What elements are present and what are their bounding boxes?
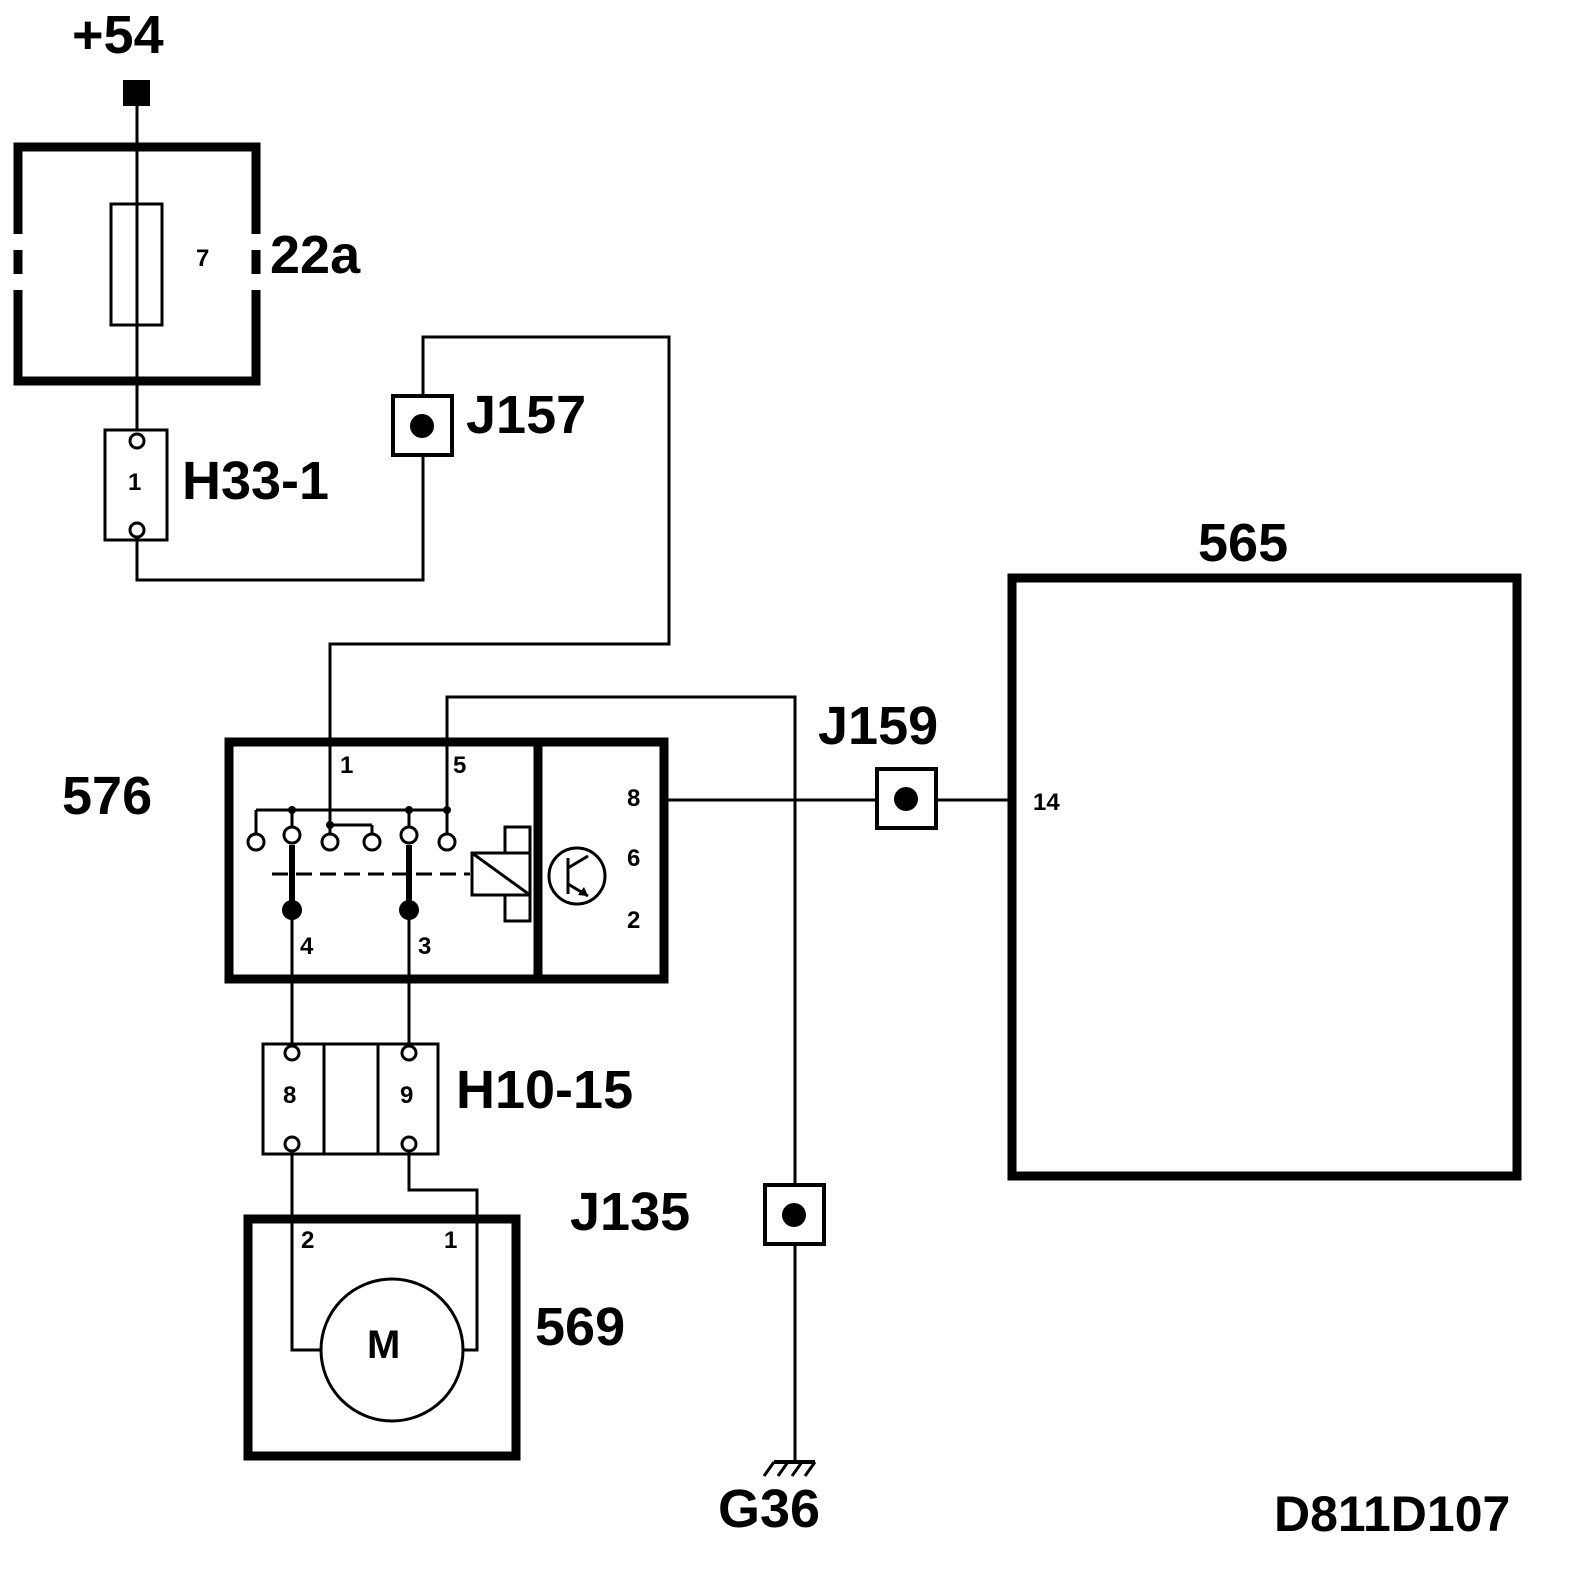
junction-j157-ref: J157 [466,385,586,445]
module-576-ref: 576 [62,766,152,826]
motor-pin-a: 2 [301,1227,314,1254]
module-pin-4: 4 [300,933,314,960]
connector-h10 [261,1042,440,1156]
connector-h10-pin-a: 8 [283,1082,296,1109]
relay-coil [470,825,532,923]
module-pin-8: 8 [627,785,640,812]
connector-h10-pin-b: 9 [400,1082,413,1109]
ground-symbol [762,1460,817,1477]
module-pin-5: 5 [453,752,466,779]
relay-contacts [246,806,470,920]
connector-h33-pin: 1 [128,469,141,496]
fuse-box-ref: 22a [270,225,361,285]
module-pin-3: 3 [418,933,431,960]
module-pin-1: 1 [340,752,353,779]
motor-569 [243,1214,521,1461]
motor-569-ref: 569 [535,1297,625,1357]
drawing-id: D811D107 [1274,1486,1510,1542]
supply-label: +54 [72,5,164,65]
ground-ref: G36 [718,1479,820,1539]
fuse-number: 7 [196,245,209,272]
transistor-symbol [547,846,607,906]
junction-j135-ref: J135 [570,1182,690,1242]
motor-pin-b: 1 [444,1227,457,1254]
junction-j135 [763,1183,826,1246]
motor-symbol-label: M [367,1323,400,1367]
unit-565-pin: 14 [1033,789,1060,816]
connector-h10-ref: H10-15 [456,1060,633,1120]
module-pin-6: 6 [627,845,640,872]
unit-565 [1007,573,1522,1181]
unit-565-ref: 565 [1198,513,1288,573]
junction-j159-ref: J159 [818,696,938,756]
module-576 [224,737,669,984]
connector-h33-ref: H33-1 [182,451,329,511]
supply-terminal [123,80,150,106]
motor-symbol [319,1277,465,1423]
module-pin-2: 2 [627,907,640,934]
